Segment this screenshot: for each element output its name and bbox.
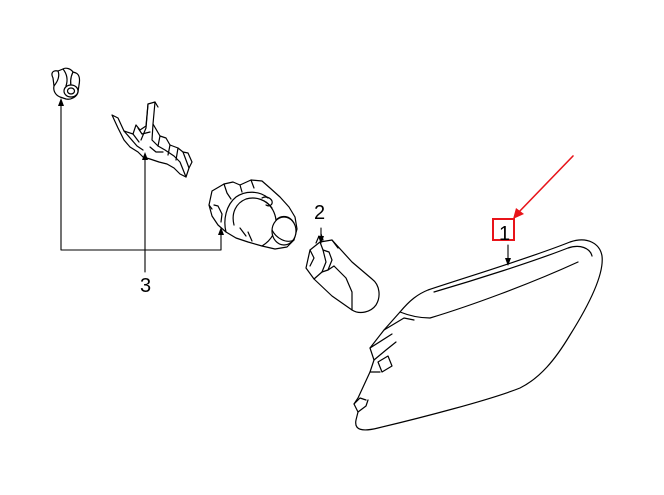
arrowhead-lamp — [505, 258, 511, 266]
highlight-arrow — [513, 155, 574, 219]
side-marker-lamp-part — [353, 239, 603, 431]
arrowheads — [58, 98, 511, 266]
callout-1[interactable]: 1 — [499, 223, 511, 245]
arrowhead-socket — [218, 227, 224, 235]
arrowhead-bulb — [318, 236, 324, 244]
wedge-bulb-part — [305, 233, 380, 314]
clip-nut-part — [51, 67, 81, 100]
bulb-socket-part — [208, 179, 298, 250]
leader-lines — [60, 103, 509, 273]
callout-1-highlight-box — [492, 218, 515, 241]
arrowhead-clip — [58, 98, 64, 106]
arrowhead-bracket — [142, 152, 148, 160]
callout-2[interactable]: 2 — [314, 202, 326, 224]
bracket-part — [111, 101, 193, 178]
leader-3-loop — [60, 103, 222, 251]
callout-3[interactable]: 3 — [140, 275, 152, 297]
